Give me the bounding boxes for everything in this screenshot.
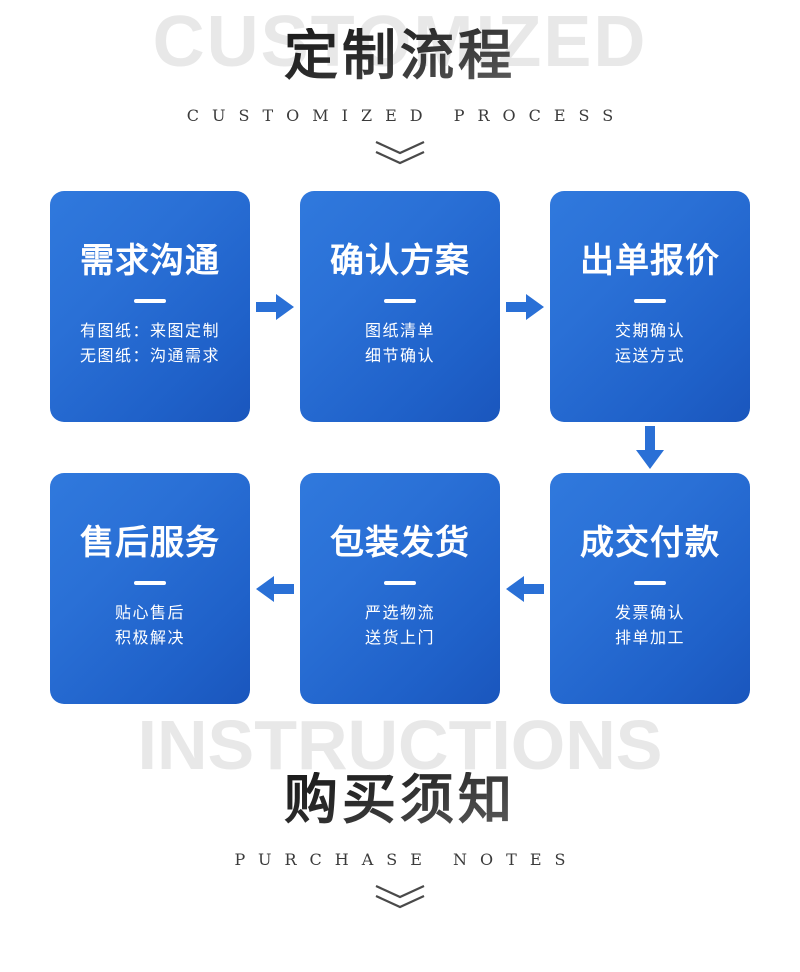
double-chevron-down-icon	[0, 883, 800, 909]
flow-card-description-line: 严选物流	[364, 604, 435, 622]
arrow-down-icon	[50, 422, 750, 473]
flow-card-description-line: 图纸清单	[364, 322, 435, 340]
flow-card-description: 严选物流 送货上门	[365, 601, 435, 652]
double-chevron-down-icon	[0, 139, 800, 165]
flow-card-description-line: 有图纸：来图定制	[79, 322, 220, 340]
flow-card-title: 出单报价	[580, 242, 720, 281]
flow-card-divider	[384, 580, 416, 585]
subtitle-purchase-notes: PURCHASE NOTES	[234, 850, 579, 869]
page-title-customized-process: 定制流程	[284, 23, 516, 87]
flow-card-description-line: 无图纸：沟通需求	[79, 348, 220, 366]
flow-card-description-line: 积极解决	[114, 630, 185, 648]
flow-card-description-line: 细节确认	[364, 348, 435, 366]
flow-card-divider	[634, 580, 666, 585]
flow-card-divider	[634, 298, 666, 303]
flow-card-title: 成交付款	[580, 524, 720, 563]
flow-card-title: 包装发货	[330, 524, 470, 563]
arrow-left-icon	[250, 473, 300, 704]
purchase-notes-heading: INSTRUCTIONS 购买须知 PURCHASE NOTES	[0, 704, 800, 909]
flow-card-title: 确认方案	[330, 242, 470, 281]
flow-card-description-line: 运送方式	[614, 348, 685, 366]
customization-flow-diagram: 需求沟通 有图纸：来图定制 无图纸：沟通需求 确认方案 图纸清单 细节确认	[0, 191, 800, 704]
flow-card-quotation[interactable]: 出单报价 交期确认 运送方式	[550, 191, 750, 422]
flow-card-description: 图纸清单 细节确认	[365, 319, 435, 370]
arrow-right-icon	[500, 191, 550, 422]
flow-card-title: 售后服务	[80, 524, 220, 563]
ghost-word-customized: CUSTOMIZED	[0, 6, 800, 78]
flow-card-packing-shipping[interactable]: 包装发货 严选物流 送货上门	[300, 473, 500, 704]
arrow-right-icon	[250, 191, 300, 422]
flow-card-demand-communication[interactable]: 需求沟通 有图纸：来图定制 无图纸：沟通需求	[50, 191, 250, 422]
ghost-word-instructions: INSTRUCTIONS	[137, 706, 663, 784]
flow-card-after-sales-service[interactable]: 售后服务 贴心售后 积极解决	[50, 473, 250, 704]
flow-card-description-line: 发票确认	[614, 604, 685, 622]
customized-process-heading: CUSTOMIZED 定制流程 CUSTOMIZED PROCESS	[0, 0, 800, 165]
flow-row-2: 售后服务 贴心售后 积极解决 包装发货 严选物流 送货上门	[50, 473, 750, 704]
flow-card-description: 有图纸：来图定制 无图纸：沟通需求	[80, 319, 220, 370]
flow-row-1: 需求沟通 有图纸：来图定制 无图纸：沟通需求 确认方案 图纸清单 细节确认	[50, 191, 750, 422]
subtitle-customized-process: CUSTOMIZED PROCESS	[186, 106, 627, 125]
flow-card-title: 需求沟通	[80, 242, 220, 281]
flow-card-divider	[134, 580, 166, 585]
flow-card-description: 发票确认 排单加工	[615, 601, 685, 652]
flow-card-payment[interactable]: 成交付款 发票确认 排单加工	[550, 473, 750, 704]
flow-card-divider	[384, 298, 416, 303]
flow-card-description-line: 送货上门	[364, 630, 435, 648]
flow-card-divider	[134, 298, 166, 303]
flow-card-confirm-plan[interactable]: 确认方案 图纸清单 细节确认	[300, 191, 500, 422]
flow-card-description: 贴心售后 积极解决	[115, 601, 185, 652]
flow-card-description: 交期确认 运送方式	[615, 319, 685, 370]
page-title-purchase-notes: 购买须知	[284, 767, 516, 831]
flow-card-description-line: 排单加工	[614, 630, 685, 648]
arrow-left-icon	[500, 473, 550, 704]
flow-card-description-line: 交期确认	[614, 322, 685, 340]
flow-card-description-line: 贴心售后	[114, 604, 185, 622]
